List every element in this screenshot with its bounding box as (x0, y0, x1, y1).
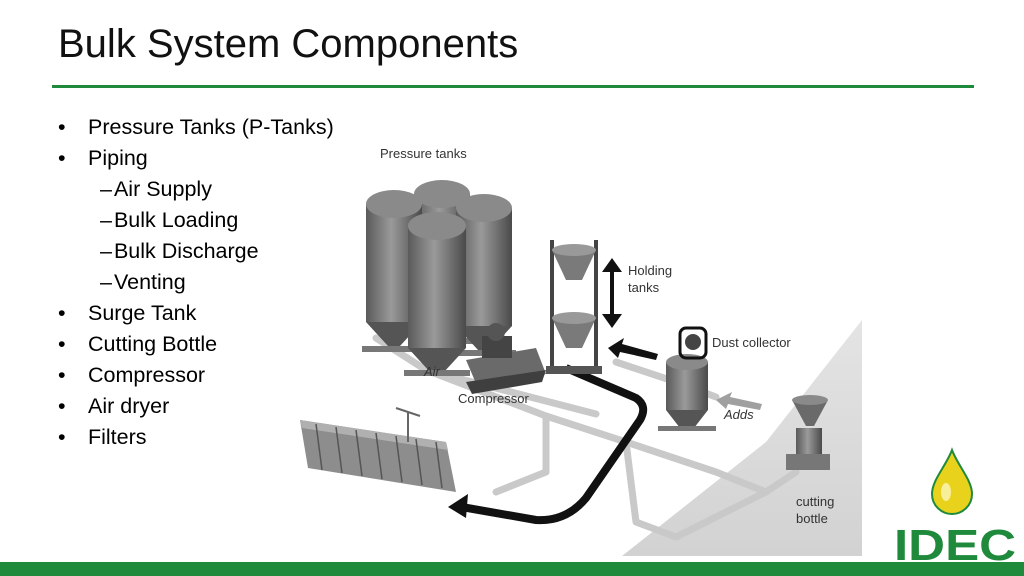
idec-logo: IDEC (894, 447, 1016, 564)
adds-label: Adds (723, 407, 754, 422)
svg-text:IDEC: IDEC (894, 521, 1016, 564)
cutting-bottle-label: bottle (796, 511, 828, 526)
compressor-label: Compressor (458, 391, 529, 406)
sub-bullet-bulk-discharge: –Bulk Discharge (100, 239, 259, 263)
bullet-text: Bulk Loading (113, 208, 239, 232)
bullet-surge-tank: Surge Tank (58, 298, 334, 329)
bullet-text: Pressure Tanks (P-Tanks) (88, 115, 334, 139)
holding-tanks-label: tanks (628, 280, 660, 295)
bullet-compressor: Compressor (58, 360, 334, 391)
sub-bullet-air-supply: –Air Supply (100, 177, 212, 201)
bullet-text: Bulk Discharge (113, 239, 259, 263)
arrow-left-icon (608, 338, 658, 360)
bulk-system-diagram: Pressure tanks Holding tanks Dust collec… (300, 146, 862, 556)
double-arrow-icon (602, 258, 622, 328)
oil-drop-icon (930, 447, 974, 516)
bullet-text: Venting (113, 270, 186, 294)
bullet-text: Air dryer (88, 394, 170, 418)
surge-tank (658, 354, 716, 431)
bullet-text: Piping (88, 146, 148, 170)
bullet-air-dryer: Air dryer (58, 391, 334, 422)
bullet-cutting-bottle: Cutting Bottle (58, 329, 334, 360)
title-divider (52, 85, 974, 88)
adds-arrow-icon (716, 392, 762, 410)
pressure-tank (404, 212, 470, 376)
air-label: Air (423, 364, 441, 379)
bullet-text: Surge Tank (88, 301, 197, 325)
mud-tank (300, 407, 456, 492)
bullet-text: Filters (88, 425, 147, 449)
floor-plane (622, 320, 862, 556)
sub-bullet-bulk-loading: –Bulk Loading (100, 208, 239, 232)
cutting-bottle (786, 395, 830, 470)
holding-tanks-label: Holding (628, 263, 672, 278)
bullet-text: Cutting Bottle (88, 332, 218, 356)
sub-bullet-venting: –Venting (100, 270, 186, 294)
cutting-bottle-label: cutting (796, 494, 834, 509)
compressor (466, 323, 546, 394)
bulk-discharge-line (448, 364, 648, 525)
bullet-filters: Filters (58, 422, 334, 453)
dust-collector-label: Dust collector (712, 335, 791, 350)
dust-collector (678, 326, 708, 360)
pressure-tanks-label: Pressure tanks (380, 146, 467, 161)
slide-title: Bulk System Components (58, 22, 519, 66)
bullet-text: Compressor (88, 363, 206, 387)
bottom-accent-bar (0, 562, 1024, 576)
bullet-list: Pressure Tanks (P-Tanks) Piping –Air Sup… (58, 112, 334, 453)
bullet-text: Air Supply (113, 177, 212, 201)
bullet-pressure-tanks: Pressure Tanks (P-Tanks) (58, 112, 334, 143)
discharge-arrow-icon (448, 494, 468, 518)
bullet-piping: Piping (58, 143, 334, 174)
holding-tanks (546, 240, 602, 374)
pressure-tanks (362, 180, 516, 376)
